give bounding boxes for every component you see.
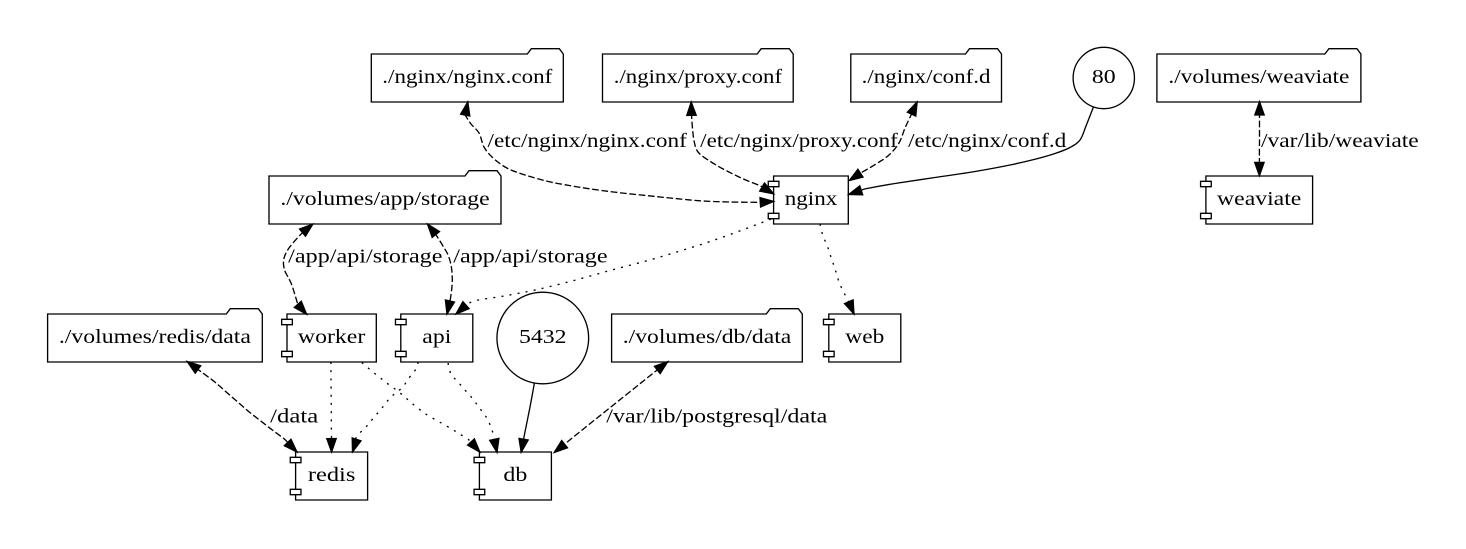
svg-text:web: web (845, 326, 884, 348)
svg-text:./nginx/nginx.conf: ./nginx/nginx.conf (382, 66, 552, 88)
svg-text:api: api (422, 326, 452, 348)
svg-text:/app/api/storage: /app/api/storage (288, 246, 443, 268)
svg-text:/etc/nginx/conf.d: /etc/nginx/conf.d (908, 130, 1066, 152)
svg-text:/var/lib/weaviate: /var/lib/weaviate (1261, 130, 1419, 152)
svg-text:db: db (503, 464, 527, 486)
svg-text:./nginx/proxy.conf: ./nginx/proxy.conf (614, 66, 783, 88)
svg-text:./nginx/conf.d: ./nginx/conf.d (862, 66, 991, 88)
svg-text:./volumes/redis/data: ./volumes/redis/data (59, 326, 251, 348)
svg-text:./volumes/db/data: ./volumes/db/data (623, 326, 792, 348)
svg-text:/var/lib/postgresql/data: /var/lib/postgresql/data (606, 406, 827, 428)
svg-text:/data: /data (270, 406, 318, 428)
svg-text:5432: 5432 (519, 326, 567, 348)
svg-text:/app/api/storage: /app/api/storage (453, 246, 608, 268)
svg-text:nginx: nginx (785, 188, 838, 210)
svg-text:./volumes/weaviate: ./volumes/weaviate (1168, 66, 1349, 88)
svg-text:worker: worker (298, 326, 366, 348)
svg-text:80: 80 (1092, 66, 1116, 88)
svg-text:/etc/nginx/proxy.conf: /etc/nginx/proxy.conf (700, 130, 898, 152)
svg-text:./volumes/app/storage: ./volumes/app/storage (280, 188, 490, 210)
svg-text:weaviate: weaviate (1217, 188, 1302, 210)
svg-text:/etc/nginx/nginx.conf: /etc/nginx/nginx.conf (488, 130, 688, 152)
svg-text:redis: redis (308, 464, 356, 486)
